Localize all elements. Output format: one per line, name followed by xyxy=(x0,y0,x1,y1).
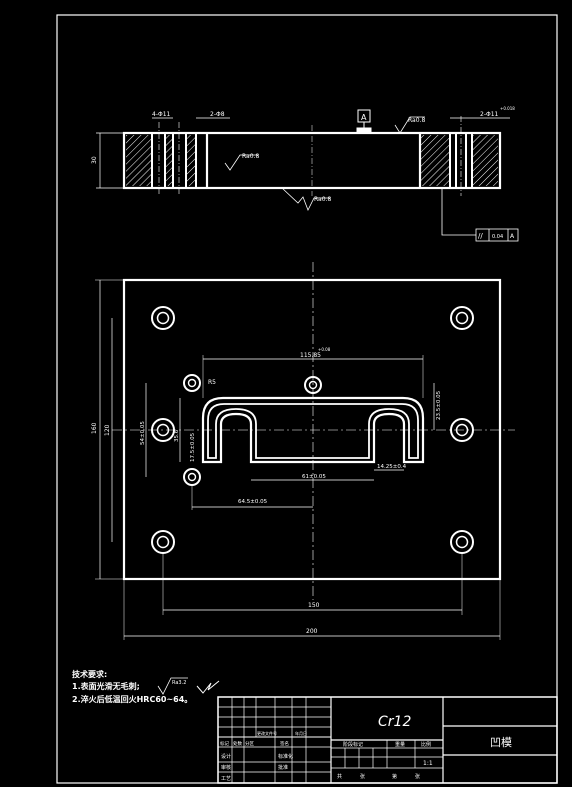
tb-scale: 1:1 xyxy=(423,760,433,767)
die-cavity-outer xyxy=(201,396,425,464)
tb-stage-label: 比例 xyxy=(421,741,431,748)
plan-view xyxy=(95,262,515,640)
tb-role-label: 工艺 xyxy=(221,776,231,782)
dim-label-slot-width: 61±0.05 xyxy=(302,474,326,480)
section-hatch-left3 xyxy=(186,135,196,186)
roughness-check-symbol xyxy=(196,680,220,694)
dim-label-hole-near: 2-Φ8 xyxy=(210,111,225,118)
mounting-hole xyxy=(151,418,175,442)
dim-label-center-offset: 64.5±0.05 xyxy=(238,499,268,505)
mounting-hole xyxy=(151,306,175,330)
tb-sheet-label: 张 xyxy=(360,773,365,780)
tb-stage-label: 阶段标记 xyxy=(343,741,363,748)
mounting-hole xyxy=(450,530,474,554)
mounting-hole xyxy=(450,306,474,330)
mounting-hole-inner xyxy=(156,423,170,437)
roughness-symbol xyxy=(157,677,188,695)
roughness-bottom: Ra0.8 xyxy=(314,196,331,203)
tb-role-label: 标准化 xyxy=(278,753,293,760)
tolerance-value: 0.04 xyxy=(492,234,503,240)
tb-role-label: 审核 xyxy=(221,764,231,771)
section-view xyxy=(96,109,519,242)
pin-hole xyxy=(183,374,201,392)
roughness-symbol xyxy=(281,187,330,211)
roughness-tech: Ra3.2 xyxy=(172,680,186,686)
dim-label-left-height-b: 35.6 xyxy=(174,429,180,442)
tb-sign-label: 更改文件号 xyxy=(257,730,277,736)
tb-role-label: 设计 xyxy=(221,753,231,760)
section-hatch-left2 xyxy=(165,135,173,186)
tb-sign-label: 签名 xyxy=(280,740,289,747)
tb-sheet-label: 共 xyxy=(337,773,342,780)
pin-hole-inner xyxy=(308,380,318,390)
dim-label-hole-pitch-v: 120 xyxy=(104,424,111,436)
dim-label-bottom-height: 17.5±0.05 xyxy=(190,432,196,462)
section-hatch-right xyxy=(420,135,450,186)
mounting-hole-inner xyxy=(455,423,469,437)
title-block xyxy=(217,696,558,784)
mounting-hole-inner xyxy=(455,311,469,325)
dim-label-slot-right: 14.25±0.4 xyxy=(377,464,407,470)
datum-box xyxy=(357,109,371,123)
section-hatch-right2 xyxy=(472,135,498,186)
roughness-symbol xyxy=(394,116,425,134)
dim-label-left-hole: 4-Φ11 xyxy=(152,111,171,118)
tb-sheet-label: 第 xyxy=(392,773,397,780)
datum-label: A xyxy=(361,113,367,122)
tb-sign-label: 分区 xyxy=(245,740,254,747)
tb-sheet-label: 张 xyxy=(415,773,420,780)
dim-label-thickness: 30 xyxy=(91,156,98,164)
section-hatch-left xyxy=(126,135,152,186)
tb-sign-label: 处数 xyxy=(233,740,242,747)
material-label: Cr12 xyxy=(378,714,411,730)
pin-hole xyxy=(304,376,322,394)
roughness-bore: Ra0.8 xyxy=(242,153,259,160)
mounting-hole xyxy=(151,530,175,554)
dim-label-right-hole-sup: +0.018 xyxy=(500,106,515,111)
mounting-hole xyxy=(450,418,474,442)
tech-req-title: 技术要求: xyxy=(72,669,107,679)
tb-sign-label: 标记 xyxy=(220,740,229,747)
datum-foot xyxy=(356,127,372,134)
tech-req-item-1: 1.表面光滑无毛刺; xyxy=(72,681,140,691)
pin-hole-inner xyxy=(187,378,197,388)
dim-label-top-width-sup: +0.08 xyxy=(318,347,331,352)
dim-label-right-hole: 2-Φ11 xyxy=(480,111,499,118)
tolerance-frame xyxy=(475,228,519,242)
dim-label-right-height: 23.5±0.05 xyxy=(436,390,442,420)
dim-label-overall-width: 200 xyxy=(306,628,318,635)
tolerance-leader xyxy=(441,188,476,236)
roughness-symbol xyxy=(224,154,258,171)
tb-role-label: 批准 xyxy=(278,764,288,771)
dim-label-small-radius: R5 xyxy=(208,379,216,386)
dim-label-overall-height: 160 xyxy=(91,422,98,434)
mounting-hole-inner xyxy=(156,311,170,325)
tolerance-datum: A xyxy=(510,233,515,240)
tb-sign-label: 年月日 xyxy=(295,730,307,736)
title-block-frame xyxy=(217,696,558,784)
mounting-hole-inner xyxy=(455,535,469,549)
tolerance-symbol: // xyxy=(478,232,483,240)
pin-hole xyxy=(183,468,201,486)
plate-outline xyxy=(122,278,502,581)
mounting-hole-inner xyxy=(156,535,170,549)
pin-hole-inner xyxy=(187,472,197,482)
dim-label-left-height-a: 54±0.05 xyxy=(140,421,146,445)
dim-label-top-width: 115.85 xyxy=(300,352,321,359)
die-cavity-inner xyxy=(207,403,419,459)
tb-stage-label: 重量 xyxy=(395,741,405,748)
roughness-top: Ra0.8 xyxy=(408,117,425,124)
dim-label-hole-pitch-h: 150 xyxy=(308,602,320,609)
part-name: 凹模 xyxy=(490,736,512,749)
tech-req-item-2: 2.淬火后低温回火HRC60~64。 xyxy=(72,694,192,704)
